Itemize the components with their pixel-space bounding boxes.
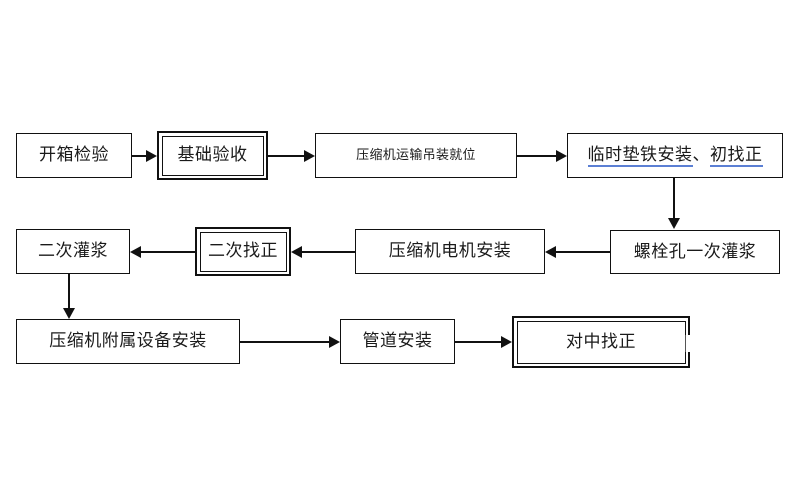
arrowhead-right-icon <box>329 335 340 348</box>
arrowhead-down-icon <box>667 218 680 229</box>
connector-n1-n2 <box>132 149 157 162</box>
flow-node-yasuoji-fushu-shebei-anzhuang[interactable]: 压缩机附属设备安装 <box>16 319 240 364</box>
connector-line <box>141 251 195 253</box>
connector-n8-n9 <box>62 274 75 320</box>
connector-line <box>517 155 557 157</box>
connector-n6-n7 <box>291 245 355 258</box>
flow-node-inner-frame: 对中找正 <box>516 320 686 364</box>
flow-node-label: 管道安装 <box>362 331 433 351</box>
connector-line <box>455 341 502 343</box>
flow-node-label: 开箱检验 <box>39 145 109 165</box>
arrowhead-left-icon <box>130 245 141 258</box>
connector-n9-n10 <box>240 335 340 348</box>
flow-node-label: 螺栓孔一次灌浆 <box>633 241 757 261</box>
connector-line <box>673 178 675 219</box>
flow-node-erci-guanjiang[interactable]: 二次灌浆 <box>16 229 130 274</box>
flow-node-jichu-yanshou[interactable]: 基础验收 <box>157 131 268 180</box>
flow-node-label: 二次灌浆 <box>38 241 108 261</box>
connector-line <box>240 341 330 343</box>
arrowhead-right-icon <box>501 335 512 348</box>
arrowhead-left-icon <box>291 245 302 258</box>
flow-node-label: 压缩机运输吊装就位 <box>356 147 476 163</box>
connector-line <box>68 274 70 309</box>
flow-node-erci-zhaozheng[interactable]: 二次找正 <box>195 227 291 276</box>
connector-n5-n6 <box>545 245 610 258</box>
arrowhead-left-icon <box>545 245 556 258</box>
connector-line <box>556 251 610 253</box>
connector-n10-n11 <box>455 335 512 348</box>
flow-node-duizhong-zhaozheng[interactable]: 对中找正 <box>512 316 690 368</box>
flow-node-label-part1: 临时垫铁安装 <box>587 145 693 168</box>
arrowhead-right-icon <box>556 149 567 162</box>
flow-node-luoshuankong-yici-guanjiang[interactable]: 螺栓孔一次灌浆 <box>610 230 780 274</box>
flow-node-label: 压缩机附属设备安装 <box>49 331 207 351</box>
arrowhead-right-icon <box>304 149 315 162</box>
flow-node-inner-frame: 基础验收 <box>161 135 264 176</box>
render-artifact-notch <box>685 335 690 352</box>
flow-node-label-composite: 临时垫铁安装、初找正 <box>587 145 763 168</box>
arrowhead-right-icon <box>146 149 157 162</box>
flow-node-label-part2: 初找正 <box>710 145 763 168</box>
flow-node-label-separator: 、 <box>692 145 710 165</box>
flow-node-kaixiang-jianyan[interactable]: 开箱检验 <box>16 133 132 178</box>
connector-line <box>132 155 147 157</box>
connector-n7-n8 <box>130 245 195 258</box>
flow-node-yasuoji-yunshu-diaozhuang-jiuwei[interactable]: 压缩机运输吊装就位 <box>315 133 517 178</box>
flow-node-guandao-anzhuang[interactable]: 管道安装 <box>340 319 455 364</box>
connector-n2-n3 <box>268 149 315 162</box>
connector-line <box>302 251 355 253</box>
flow-node-label: 二次找正 <box>208 241 278 261</box>
flow-node-yasuoji-dianji-anzhuang[interactable]: 压缩机电机安装 <box>355 229 545 274</box>
connector-n4-n5 <box>667 178 680 230</box>
flow-node-inner-frame: 二次找正 <box>199 231 287 272</box>
flow-node-label: 压缩机电机安装 <box>388 241 512 261</box>
flow-node-label: 对中找正 <box>566 331 636 351</box>
arrowhead-down-icon <box>62 308 75 319</box>
flow-node-linshi-diantie-anzhuang-chuzhaozheng[interactable]: 临时垫铁安装、初找正 <box>567 133 783 178</box>
connector-n3-n4 <box>517 149 567 162</box>
flow-node-label: 基础验收 <box>177 145 248 165</box>
connector-line <box>268 155 305 157</box>
